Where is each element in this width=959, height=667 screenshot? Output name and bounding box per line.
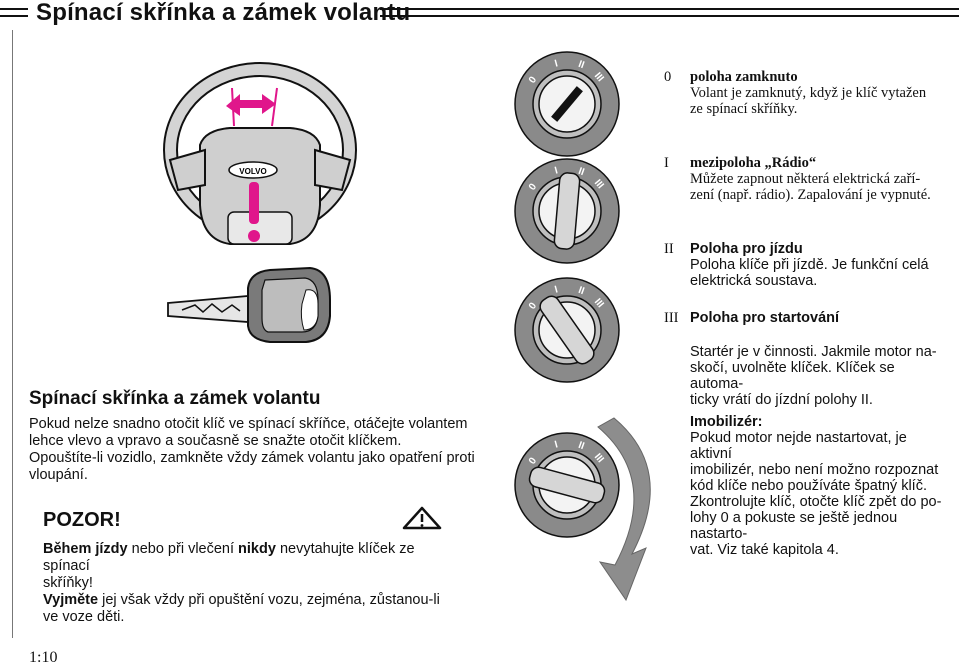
immobilizer-note: Imobilizér: Pokud motor nejde nastartova… [690, 414, 950, 558]
warning-text-part: skříňky! [43, 575, 93, 591]
steering-wheel-illustration: VOLVO [163, 62, 357, 245]
warning-emphasis: Vyjměte [43, 592, 99, 608]
dial-position-label: 0 [527, 455, 539, 466]
turn-left-right-arrow-icon [226, 87, 278, 127]
section-body-line: lehce vlevo a vpravo a současně se snažt… [29, 433, 402, 449]
immobilizer-line: kód klíče nebo používáte špatný klíč. [690, 478, 927, 494]
key-illustration [167, 266, 331, 343]
header-rule-right [380, 8, 959, 17]
key-head [553, 172, 581, 250]
warning-text: Během jízdy nebo při vlečení nikdy nevyt… [43, 541, 463, 626]
section-body-line: vloupání. [29, 467, 88, 483]
warning-emphasis: Během jízdy [43, 541, 128, 557]
dial-position-label: II [577, 166, 586, 178]
position-2-description: Poloha pro jízdu Poloha klíče při jízdě.… [690, 241, 950, 289]
dial-position-label: 0 [527, 74, 539, 85]
dial-position-label: 0 [527, 300, 539, 311]
position-3-description: Startér je v činnosti. Jakmile motor na-… [690, 344, 950, 408]
position-3-title: Poloha pro startování [690, 310, 840, 326]
dial-position-label: I [554, 439, 560, 450]
position-3-line: Startér je v činnosti. Jakmile motor na- [690, 344, 937, 360]
key-head [539, 295, 595, 365]
immobilizer-line: vat. Viz také kapitola 4. [690, 542, 839, 558]
warning-title: POZOR! [43, 509, 121, 531]
key-slot [551, 86, 583, 122]
position-2-line: elektrická soustava. [690, 273, 818, 289]
exclamation-icon [249, 182, 259, 224]
warning-triangle-icon [402, 506, 442, 530]
warning-emphasis: nikdy [238, 541, 276, 557]
immobilizer-title: Imobilizér: [690, 414, 763, 430]
warning-text-part: nebo při vlečení [127, 541, 239, 557]
page-number: 1:10 [29, 649, 58, 666]
dial-position-label: II [577, 59, 586, 71]
immobilizer-line: imobilizér, nebo není možno rozpoznat [690, 462, 939, 478]
immobilizer-line: Zkontrolujte klíč, otočte klíč zpět do p… [690, 494, 942, 510]
header-rule-left [0, 8, 28, 17]
position-1-line: zení (např. rádio). Zapalování je vypnut… [690, 187, 931, 203]
section-title: Spínací skřínka a zámek volantu [29, 388, 321, 409]
position-1-line: Můžete zapnout některá elektrická zaří- [690, 171, 921, 187]
position-number-0: 0 [664, 69, 672, 85]
position-number-2: II [664, 241, 674, 257]
position-3-line: ticky vrátí do jízdní polohy II. [690, 392, 873, 408]
position-1-description: mezipoloha „Rádio“ Můžete zapnout někter… [690, 155, 950, 203]
volvo-badge: VOLVO [239, 167, 266, 176]
dial-position-label: I [554, 165, 560, 176]
section-body-line: Pokud nelze snadno otočit klíč ve spínac… [29, 416, 468, 432]
page-header-title: Spínací skřínka a zámek volantu [36, 0, 411, 26]
position-3-line: skočí, uvolněte klíček. Klíček se automa… [690, 360, 895, 392]
position-number-3: III [664, 310, 679, 326]
dial-position-label: II [577, 285, 586, 297]
position-2-title: Poloha pro jízdu [690, 241, 803, 257]
position-3-title-block: Poloha pro startování [690, 310, 950, 326]
position-2-line: Poloha klíče při jízdě. Je funkční celá [690, 257, 929, 273]
dial-position-label: I [554, 284, 560, 295]
dial-position-label: I [554, 58, 560, 69]
position-1-title: mezipoloha „Rádio“ [690, 155, 817, 171]
dial-position-label: II [577, 440, 586, 452]
margin-rule [12, 30, 13, 638]
position-0-line: ze spínací skříňky. [690, 101, 798, 117]
position-0-description: poloha zamknuto Volant je zamknutý, když… [690, 69, 950, 117]
section-body: Pokud nelze snadno otočit klíč ve spínac… [29, 416, 479, 484]
section-body-line: Opouštíte-li vozidlo, zamkněte vždy záme… [29, 450, 475, 466]
warning-text-part: ve voze děti. [43, 609, 125, 625]
key-head [528, 466, 606, 504]
position-0-line: Volant je zamknutý, když je klíč vytažen [690, 85, 927, 101]
dial-position-label: 0 [527, 181, 539, 192]
position-number-1: I [664, 155, 669, 171]
immobilizer-line: Pokud motor nejde nastartovat, je aktivn… [690, 430, 907, 462]
warning-text-part: nevytahujte klíček ze spínací [43, 541, 415, 574]
warning-text-part: jej však vždy při opuštění vozu, zejména… [98, 592, 440, 608]
position-0-title: poloha zamknuto [690, 69, 798, 85]
start-rotation-arrow-icon [597, 417, 651, 602]
immobilizer-line: lohy 0 a pokuste se ještě jednou nastart… [690, 510, 898, 542]
